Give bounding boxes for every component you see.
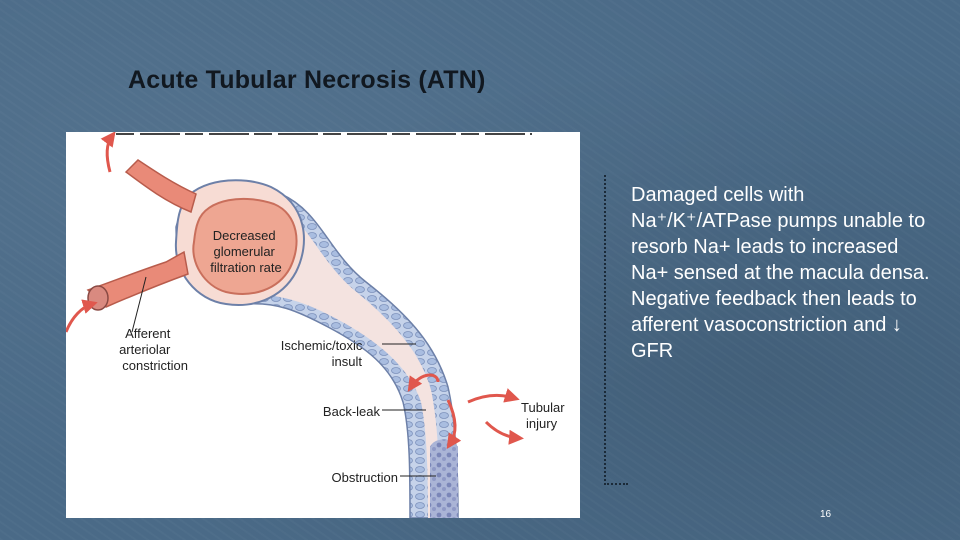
obstruction-label: Obstruction — [332, 470, 398, 485]
afferent-label: Afferent arteriolar constriction — [119, 326, 188, 373]
afferent-arrow-icon — [66, 299, 98, 333]
explanation-paragraph: Damaged cells with Na⁺/K⁺/ATPase pumps u… — [631, 184, 930, 362]
u-turn-arrow-icon — [446, 399, 462, 449]
tubular-label: Tubular injury — [521, 400, 568, 431]
backleak-label: Back-leak — [323, 404, 381, 419]
insult-label: Ischemic/toxic insult — [281, 338, 366, 369]
text-bracket-divider — [604, 175, 628, 485]
page-number: 16 — [820, 509, 832, 520]
arteriole-lumen-icon — [87, 285, 109, 311]
obstruction-debris — [430, 439, 458, 518]
glomerulus-label: Decreased glomerular filtration rate — [210, 228, 282, 275]
tubular-arrow-icon — [467, 388, 520, 404]
back-leak-arrow-icon — [407, 373, 440, 392]
glomerulus — [192, 197, 298, 295]
outflow-arrow-icon — [100, 132, 116, 173]
afferent-leader-line — [131, 276, 147, 333]
explanation-text: Damaged cells with Na⁺/K⁺/ATPase pumps u… — [631, 182, 931, 364]
atn-diagram: Decreased glomerular filtration rate Aff… — [66, 132, 580, 518]
afferent-arteriole — [86, 250, 189, 308]
efferent-arteriole — [124, 159, 197, 214]
tubular-arrow-2-icon — [484, 420, 524, 445]
slide-title: Acute Tubular Necrosis (ATN) — [128, 66, 486, 94]
